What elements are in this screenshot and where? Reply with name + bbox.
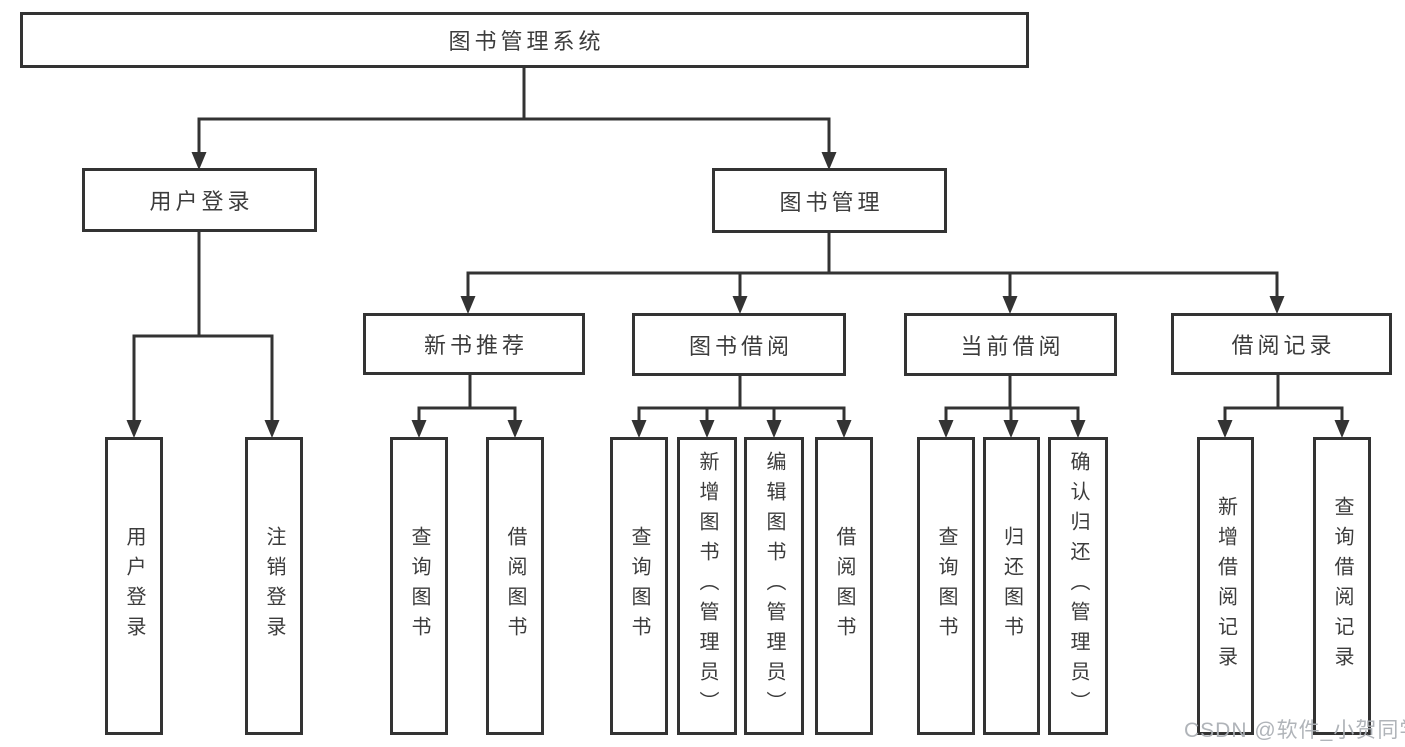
leaf-label: 借阅图书 <box>504 526 526 646</box>
leaf-label: 新增图书（管理员） <box>696 451 718 721</box>
connector-current-borrow-to-leaves <box>944 376 1080 423</box>
arrowhead <box>766 420 782 438</box>
arrowhead <box>1002 296 1018 314</box>
leaf-edit-books-admin: 编辑图书（管理员） <box>744 437 804 735</box>
leaf-user-login: 用户登录 <box>105 437 163 735</box>
arrowhead <box>126 420 142 438</box>
connector-book-management-to-level3 <box>466 233 1279 299</box>
connector-user-login-to-leaves <box>132 232 274 422</box>
csdn-watermark: CSDN @软件_小贺同学 <box>1184 719 1405 742</box>
leaf-label: 新增借阅记录 <box>1214 496 1237 676</box>
leaf-label: 用户登录 <box>123 526 145 646</box>
leaf-add-borrow-record: 新增借阅记录 <box>1197 437 1254 735</box>
arrowhead <box>507 420 523 438</box>
leaf-label: 编辑图书（管理员） <box>763 451 785 721</box>
leaf-label: 借阅图书 <box>833 526 855 646</box>
arrowhead <box>699 420 715 438</box>
arrowhead <box>938 420 954 438</box>
leaf-add-books-admin: 新增图书（管理员） <box>677 437 737 735</box>
arrowhead <box>1334 420 1350 438</box>
connector-root-to-level2 <box>197 68 831 155</box>
arrowhead <box>836 420 852 438</box>
leaf-label: 查询借阅记录 <box>1331 496 1353 676</box>
arrowhead <box>1269 296 1285 314</box>
leaf-return-books: 归还图书 <box>983 437 1040 735</box>
leaf-confirm-return-admin: 确认归还（管理员） <box>1048 437 1108 735</box>
connector-book-borrow-to-leaves <box>637 376 846 423</box>
arrowhead <box>631 420 647 438</box>
leaf-label: 确认归还（管理员） <box>1067 451 1089 721</box>
arrowhead <box>732 296 748 314</box>
arrowhead <box>1003 420 1019 438</box>
leaf-query-books-borrow: 查询图书 <box>610 437 668 735</box>
leaf-query-books-current: 查询图书 <box>917 437 975 735</box>
node-user-login: 用户登录 <box>82 168 317 232</box>
leaf-label: 注销登录 <box>263 526 285 646</box>
connector-borrow-records-to-leaves <box>1223 375 1344 423</box>
arrowhead <box>821 152 837 170</box>
arrowhead <box>460 296 476 314</box>
leaf-borrow-books: 借阅图书 <box>815 437 873 735</box>
node-current-borrow: 当前借阅 <box>904 313 1117 376</box>
node-borrow-records: 借阅记录 <box>1171 313 1392 375</box>
leaf-borrow-books-recommend: 借阅图书 <box>486 437 544 735</box>
arrowheads <box>126 152 1350 438</box>
node-library-system: 图书管理系统 <box>20 12 1029 68</box>
leaf-label: 查询图书 <box>408 526 430 646</box>
leaf-query-books-recommend: 查询图书 <box>390 437 448 735</box>
leaf-logout: 注销登录 <box>245 437 303 735</box>
arrowhead <box>264 420 280 438</box>
node-new-book-recommend: 新书推荐 <box>363 313 585 375</box>
arrowhead <box>1070 420 1086 438</box>
arrowhead <box>1217 420 1233 438</box>
leaf-label: 归还图书 <box>1000 526 1023 646</box>
arrowhead <box>411 420 427 438</box>
arrowhead <box>191 152 207 170</box>
node-book-management: 图书管理 <box>712 168 947 233</box>
node-book-borrow: 图书借阅 <box>632 313 846 376</box>
connector-new-book-to-leaves <box>417 375 517 423</box>
leaf-label: 查询图书 <box>935 526 957 646</box>
leaf-query-borrow-record: 查询借阅记录 <box>1313 437 1371 735</box>
leaf-label: 查询图书 <box>628 526 650 646</box>
